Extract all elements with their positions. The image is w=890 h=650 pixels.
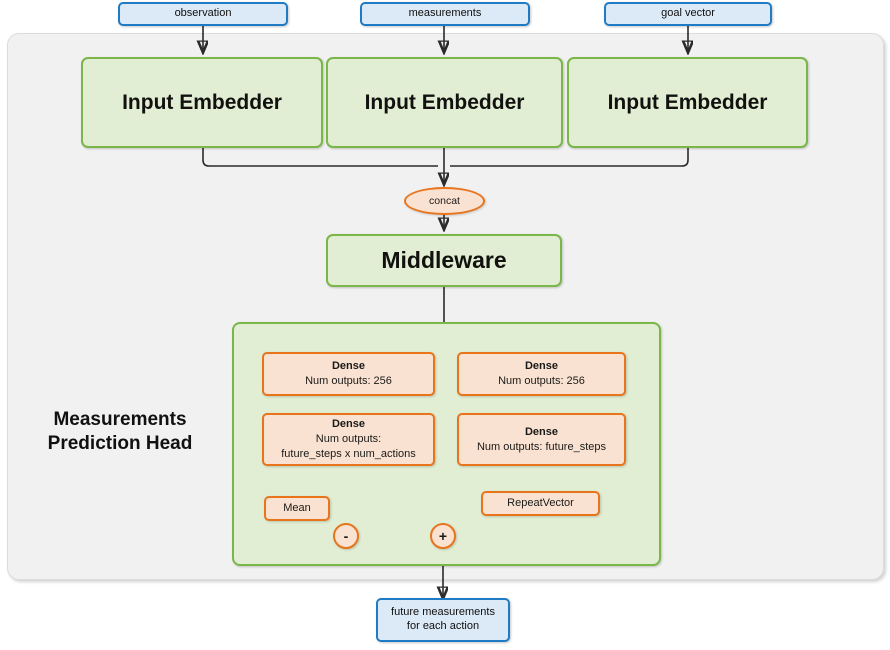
subtract-operator[interactable]: - xyxy=(333,523,359,549)
dense-right-1-title: Dense xyxy=(524,360,559,373)
input-embedder-label: Input Embedder xyxy=(607,90,768,114)
dense-left-2[interactable]: Dense Num outputs: future_steps x num_ac… xyxy=(262,413,435,466)
dense-right-1[interactable]: Dense Num outputs: 256 xyxy=(457,352,626,396)
input-box-observation[interactable]: observation xyxy=(118,2,288,26)
input-label-goal-vector: goal vector xyxy=(661,7,715,20)
output-box-future-measurements[interactable]: future measurements for each action xyxy=(376,598,510,642)
dense-left-1-title: Dense xyxy=(331,360,366,373)
add-symbol: + xyxy=(438,528,448,544)
dense-left-2-detail-2: future_steps x num_actions xyxy=(281,447,416,460)
repeat-vector-block[interactable]: RepeatVector xyxy=(481,491,600,516)
subtract-symbol: - xyxy=(343,528,349,544)
head-title-line-1: Measurements xyxy=(53,409,187,430)
measurements-prediction-head-title: Measurements Prediction Head xyxy=(14,408,226,456)
middleware-block[interactable]: Middleware xyxy=(326,234,562,287)
input-embedder-label: Input Embedder xyxy=(364,90,525,114)
repeat-vector-label: RepeatVector xyxy=(507,497,574,510)
input-embedder-goal-vector[interactable]: Input Embedder xyxy=(567,57,808,148)
dense-left-2-title: Dense xyxy=(331,418,366,431)
dense-right-2[interactable]: Dense Num outputs: future_steps xyxy=(457,413,626,466)
dense-left-1-detail: Num outputs: 256 xyxy=(305,375,392,387)
input-embedder-label: Input Embedder xyxy=(122,90,282,114)
dense-right-1-detail: Num outputs: 256 xyxy=(498,375,585,387)
add-operator[interactable]: + xyxy=(430,523,456,549)
input-label-measurements: measurements xyxy=(408,7,482,20)
concat-label: concat xyxy=(429,195,460,207)
dense-left-2-detail-1: Num outputs: xyxy=(315,433,382,446)
dense-left-1[interactable]: Dense Num outputs: 256 xyxy=(262,352,435,396)
input-box-measurements[interactable]: measurements xyxy=(360,2,530,26)
output-label-line-2: for each action xyxy=(406,620,480,632)
mean-label: Mean xyxy=(283,502,311,515)
input-label-observation: observation xyxy=(174,7,232,20)
mean-block[interactable]: Mean xyxy=(264,496,330,521)
input-embedder-measurements[interactable]: Input Embedder xyxy=(326,57,563,148)
concat-node[interactable]: concat xyxy=(404,187,485,215)
head-title-line-2: Prediction Head xyxy=(47,432,193,454)
output-label-line-1: future measurements xyxy=(391,606,495,619)
dense-right-2-detail: Num outputs: future_steps xyxy=(476,440,606,453)
input-box-goal-vector[interactable]: goal vector xyxy=(604,2,772,26)
input-embedder-observation[interactable]: Input Embedder xyxy=(81,57,323,148)
middleware-label: Middleware xyxy=(381,247,507,273)
dense-right-2-title: Dense xyxy=(524,425,559,438)
